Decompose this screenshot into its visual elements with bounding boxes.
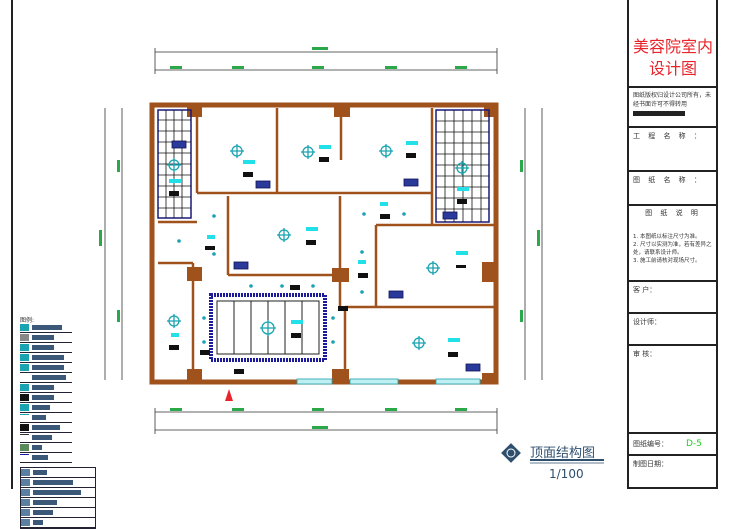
project-title-line1: 美容院室内 [633, 37, 714, 56]
date-label: 制图日期： [633, 460, 668, 468]
ceiling-plan-drawing: 顶面结构图 1/100 [11, 0, 718, 489]
reviewer-label: 审 核： [633, 350, 657, 358]
drawing-number-label: 图纸编号： [633, 440, 668, 448]
note-1: 1. 本图纸以标注尺寸为准。 [633, 234, 701, 240]
drawing-emblem-icon [501, 443, 521, 463]
dimension-text-marks [99, 47, 540, 429]
project-title-line2: 设计图 [648, 59, 697, 78]
drawing-name-field: 图 纸 名 称 ： [627, 172, 717, 206]
note-3: 3. 施工前请核对现场尺寸。 [633, 258, 701, 264]
notes-section: 图 纸 说 明 1. 本图纸以标注尺寸为准。 2. 尺寸以实测为准，若有差异之处… [627, 206, 717, 282]
legend: 图例: [20, 315, 96, 529]
title-block-copyright: 图纸版权归设计公司所有，未经书面许可不得转用 [627, 88, 717, 128]
drawing-number-field: 图纸编号： D-5 [627, 434, 717, 456]
drawing-title: 顶面结构图 [530, 446, 595, 461]
drawing-number: D-5 [686, 439, 702, 449]
reviewer-field: 审 核： [627, 346, 717, 434]
annotation-tags [169, 140, 481, 374]
ceiling-lights [167, 144, 469, 350]
client-field: 客 户： [627, 282, 717, 314]
spot-lights [177, 212, 406, 344]
windows [296, 378, 481, 385]
dimension-lines [104, 48, 543, 434]
drawing-scale: 1/100 [549, 467, 584, 481]
drawing-name-label: 图 纸 名 称 ： [633, 176, 704, 184]
date-field: 制图日期： [627, 456, 717, 489]
project-name-field: 工 程 名 称 ： [627, 128, 717, 172]
title-block-project: 美容院室内 设计图 [627, 0, 717, 88]
legend-label: 图例: [20, 317, 35, 324]
designer-label: 设计师： [633, 318, 661, 326]
designer-field: 设计师： [627, 314, 717, 346]
notes-heading: 图 纸 说 明 [645, 209, 701, 217]
legend-table [20, 467, 96, 529]
entrance-arrow-icon [225, 389, 233, 401]
interior-walls [158, 108, 494, 380]
client-label: 客 户： [633, 286, 657, 294]
project-name-label: 工 程 名 称 ： [633, 132, 704, 140]
redacted-bar [633, 111, 685, 116]
note-2: 2. 尺寸以实测为准，若有差异之处，请联系设计师。 [633, 242, 712, 256]
copyright-note: 图纸版权归设计公司所有，未经书面许可不得转用 [633, 92, 712, 108]
